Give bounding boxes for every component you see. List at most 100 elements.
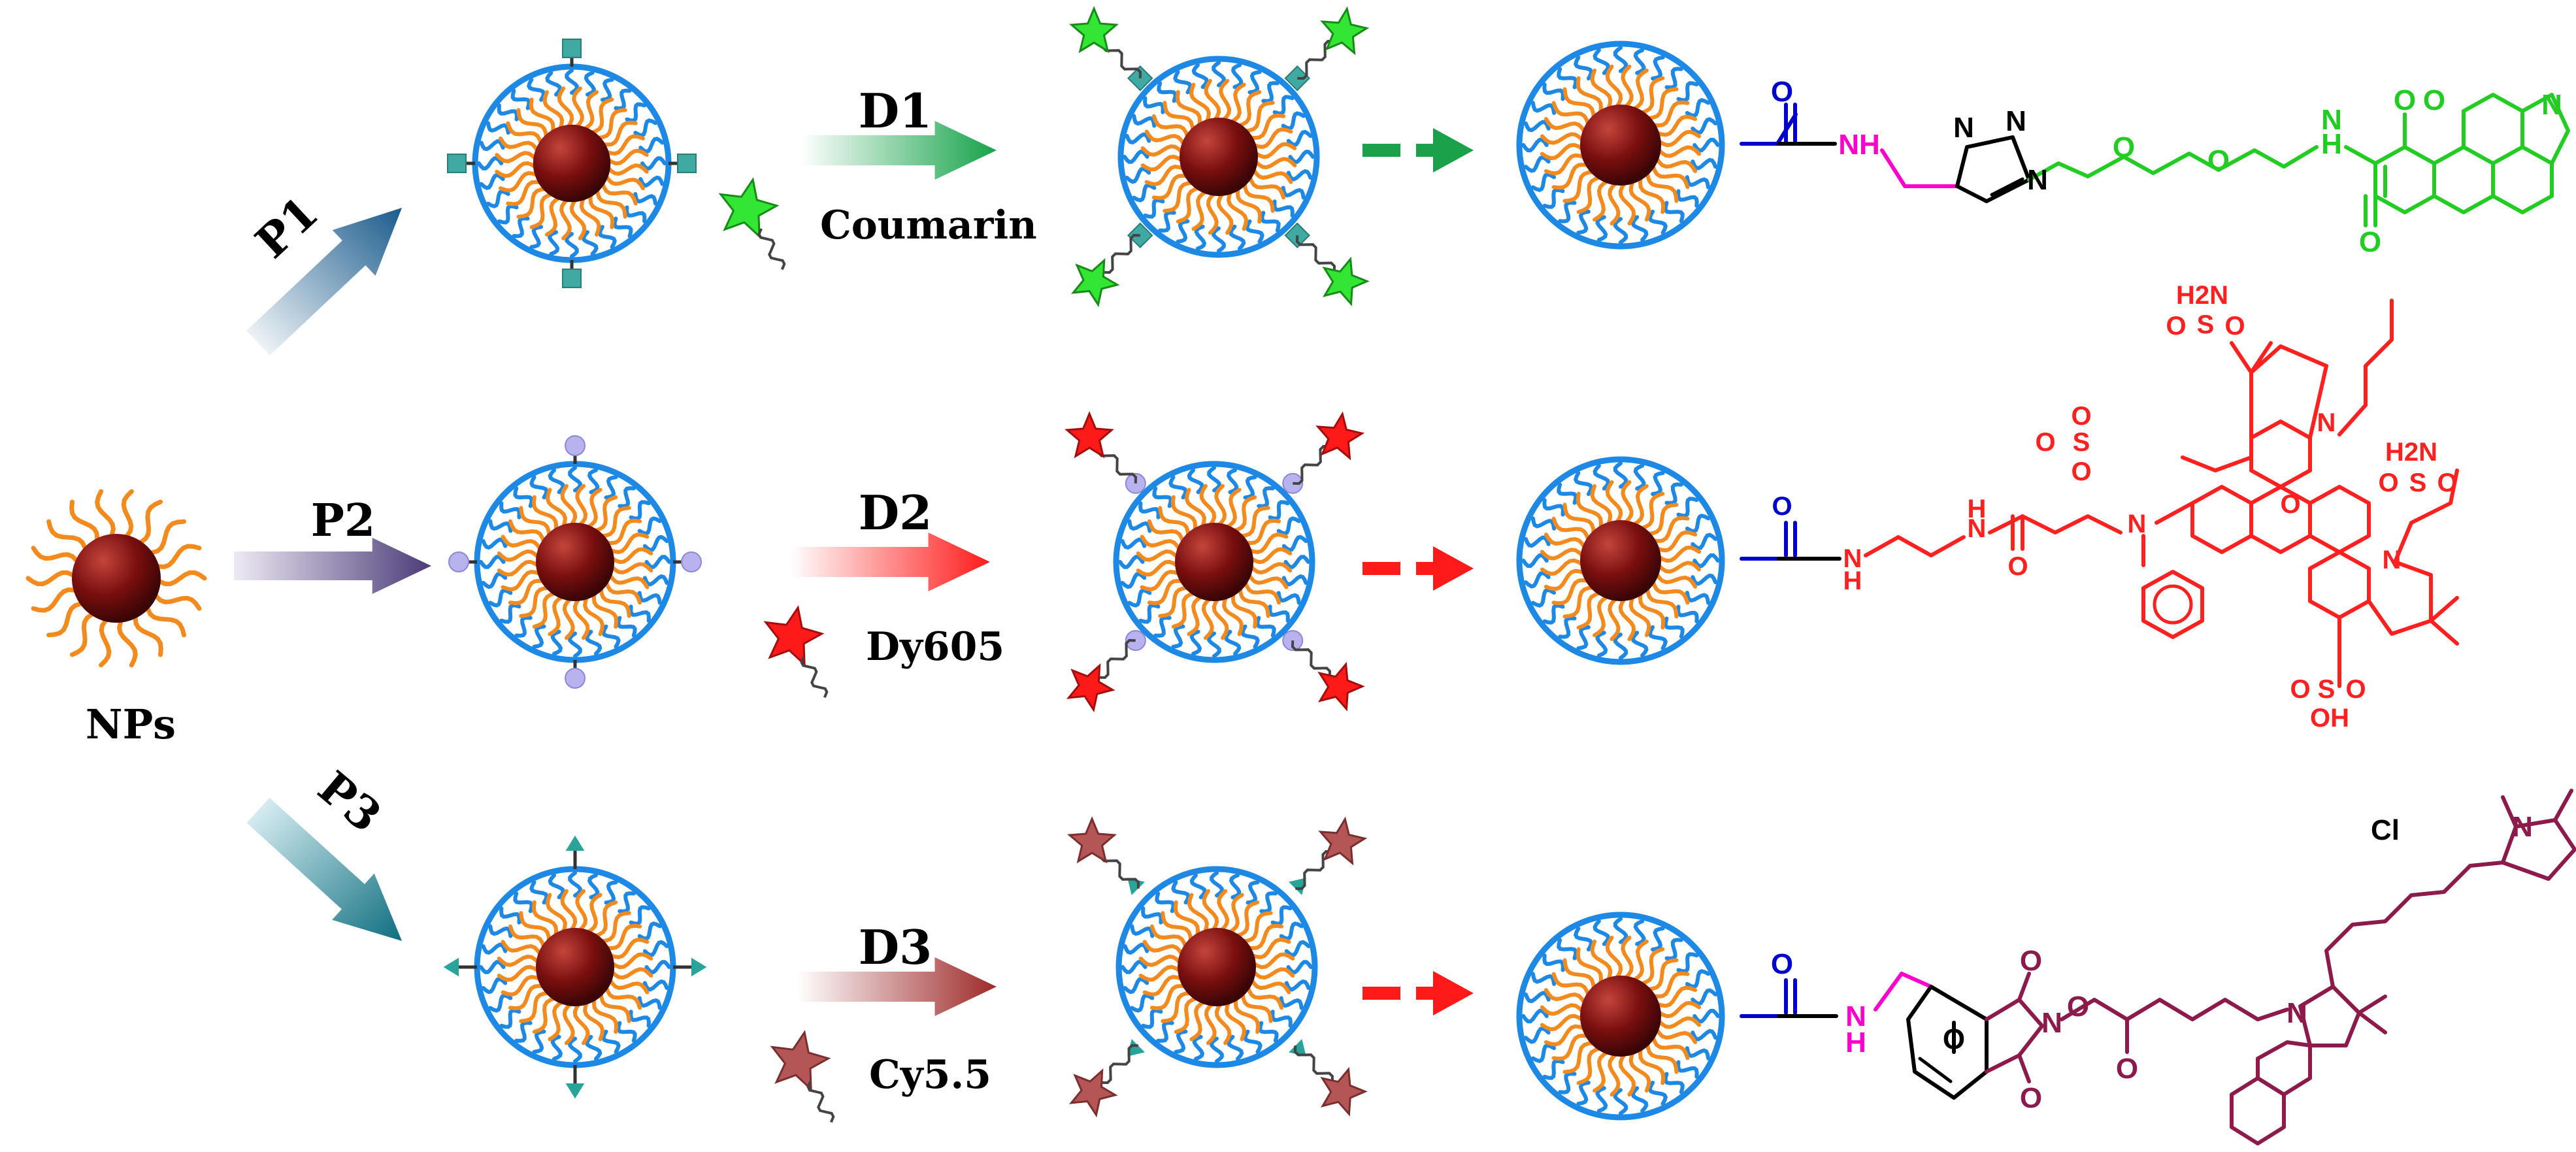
d3-star-icon-1 [1318,816,1368,866]
ester-carbonyl-oxygen: O [2116,1053,2138,1085]
indolium-n: N [2287,997,2307,1029]
sulfonamide-lower-o1: O [2437,469,2457,497]
d1-arrow-icon [801,121,997,180]
row3-dashed-arrow-icon [1362,971,1474,1015]
sulfonamide-upper-h2n: H2N [2176,281,2228,310]
d2-star-icon-3 [1066,663,1115,713]
methyl-amide-n: N [2128,510,2147,538]
d2-linker-3 [1098,638,1136,680]
cone-icon [1289,878,1306,895]
coated-np-d1 [1117,56,1320,258]
cy55-tail [806,1081,835,1123]
bead-icon [448,551,469,572]
sulfonamide-lower-h2n: H2N [2385,438,2437,467]
coumarin-oxygen-2: O [2423,84,2445,116]
d1-star-icon-1 [1320,6,1370,56]
coated-np-d2 [1113,461,1315,663]
bead-icon [681,551,702,572]
amide-n-2a: N [1843,544,1862,573]
d3-arrow-icon [797,957,997,1016]
cone-icon [565,835,585,851]
p2-label: P2 [311,495,375,547]
amide-h-2b: H [1968,495,1987,523]
chloride-label: Cl [2371,814,2400,846]
amide-h-1: H [2321,128,2342,160]
triazole-n3: N [2027,164,2048,196]
row1-dashed-arrow-icon [1362,128,1474,173]
cone-icon [443,957,459,977]
nanoparticle-core [1178,928,1256,1006]
imide-oxygen-2: O [2020,1082,2042,1114]
nanoparticle-core [1175,523,1253,601]
d1-star-icon-0 [1069,6,1119,54]
cy55-label: Cy5.5 [869,1052,991,1098]
p1-label: P1 [246,186,329,269]
d1-linker-3 [1103,233,1140,274]
cone-icon [691,957,707,977]
coated-np-p2 [448,435,702,689]
nanoparticle-core [1180,118,1258,196]
d1-linker-1 [1297,39,1334,80]
ester-oxygen: O [2067,991,2089,1023]
nanoparticle-core [1580,105,1661,186]
d2-star-icon-0 [1065,411,1115,459]
coumarin-star-icon [718,177,780,239]
structure-row2 [1740,299,2459,688]
d1-star-icon-3 [1070,257,1120,308]
sulfonic-o2: O [2345,675,2366,704]
structure-row1-labels: O NH N N N O O H N O O O N [1771,76,2562,258]
xanthene-oxygen: O [2280,490,2300,519]
triazole-n2: N [2006,105,2026,137]
d3-linker-2 [1293,1045,1334,1083]
amide-n-2b: N [1968,514,1987,543]
coumarin-tail [757,228,786,271]
dy605-star-icon [763,605,825,667]
azide-cube-icon [562,269,582,288]
carbonyl-oxygen-2: O [1772,492,1792,521]
sulfonic-s: S [2318,675,2336,704]
coumarin-oxygen-3: O [2359,226,2381,258]
nps-label: NPs [86,700,176,748]
imide-oxygen-1: O [2020,945,2042,977]
amide-n-1: N [2321,104,2342,136]
azide-cube-icon [447,154,467,173]
structure-row2-labels: O N H N H O N O N N H2N S O O O S O O H2… [1772,281,2457,732]
triazole-n1: N [1953,112,1974,144]
d2-star-icon-1 [1315,411,1365,461]
d1-linker-2 [1295,235,1336,272]
cy55-star-icon [770,1030,831,1092]
indole-n: N [2512,811,2533,843]
amide-oxygen-2: O [2007,552,2028,581]
particles-layer [25,39,1725,1121]
bead-icon [565,435,586,456]
d2-linker-2 [1291,640,1332,678]
d3-star-icon-2 [1320,1066,1368,1117]
p2-arrow-icon [234,538,431,594]
azide-cube-icon [562,39,582,58]
d1-label: D1 [859,83,933,139]
nanoparticle-core [533,124,611,203]
dy605-label: Dy605 [866,624,1004,670]
d2-star-icon-2 [1317,661,1365,712]
amine-n-3: N [1845,1000,1866,1032]
sulfonamide-lower-s: S [2409,469,2427,497]
sulfonamide-upper-o2: O [2166,312,2186,340]
sulfonamide-lower-o2: O [2378,469,2398,497]
amine-h-3: H [1845,1027,1866,1059]
dy605-tail [800,656,829,699]
julolidine-n: N [2541,89,2562,121]
p3-arrow-icon [246,797,402,941]
amine-label-1: NH [1838,129,1880,161]
nanoparticle-core [536,928,614,1006]
nanoparticle-core [1580,520,1661,601]
final-np-row2 [1516,456,1725,665]
sulfonate-s: S [2073,428,2090,457]
d2-label: D2 [859,485,933,540]
p1-arrow-icon [246,208,402,355]
p3-label: P3 [308,761,391,843]
d3-linker-3 [1101,1044,1138,1085]
d3-star-icon-0 [1067,816,1117,864]
bead-icon [565,668,586,689]
coumarin-label: Coumarin [820,203,1037,248]
